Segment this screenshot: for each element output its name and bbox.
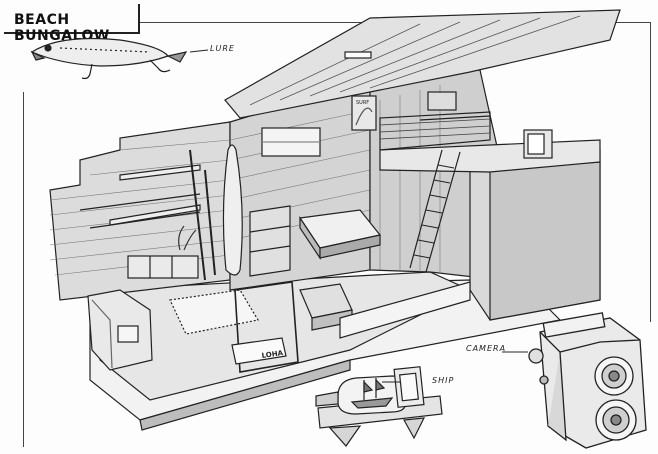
frame-line-right (650, 22, 651, 322)
lure-label: LURE (210, 44, 235, 53)
ship-label: SHIP (432, 376, 455, 385)
doormat-text: LOHA (261, 349, 284, 360)
frame-line-left (23, 92, 24, 447)
poster-text: SURF (356, 100, 369, 106)
camera-label: CAMERA (466, 344, 507, 353)
